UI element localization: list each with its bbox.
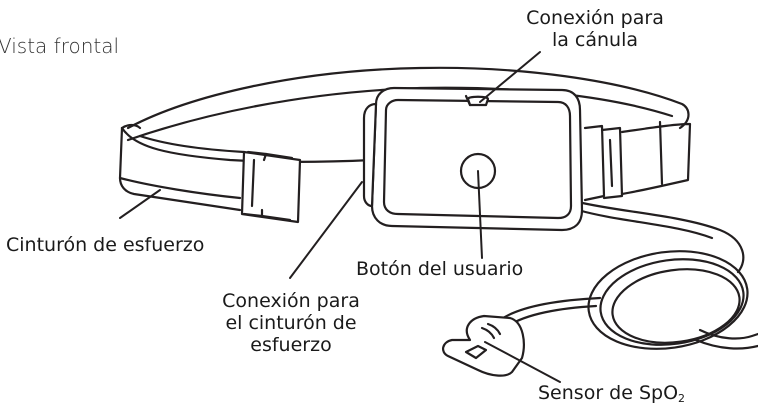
leader-belt-connection: [289, 181, 363, 279]
belt-label: Cinturón de esfuerzo: [6, 234, 205, 256]
spo2-sensor: [442, 314, 525, 377]
left-buckle: [240, 150, 302, 224]
belt-connection-line1: Conexión para: [222, 290, 360, 312]
belt-strap-left: [118, 123, 246, 212]
spo2-label-prefix: Sensor de SpO: [538, 382, 679, 404]
belt-strap-right: [583, 120, 692, 202]
leader-lines: [119, 51, 561, 383]
spo2-label-subscript: 2: [678, 392, 686, 405]
leader-cannula: [479, 51, 541, 103]
belt-connection-label: Conexión para el cinturón de esfuerzo: [196, 290, 386, 356]
cannula-connection-label: Conexión para la cánula: [520, 7, 670, 51]
user-button-label: Botón del usuario: [356, 258, 524, 280]
belt-connection-line3: esfuerzo: [250, 334, 332, 356]
leader-spo2: [484, 341, 561, 383]
device-body: [362, 86, 584, 232]
view-title: Vista frontal: [0, 34, 120, 58]
leader-belt: [119, 189, 161, 219]
spo2-sensor-label: Sensor de SpO2: [538, 382, 685, 410]
spo2-cable: [498, 200, 758, 350]
belt-connection-line2: el cinturón de: [225, 312, 357, 334]
cannula-label-line1: Conexión para: [526, 7, 664, 29]
cannula-label-line2: la cánula: [551, 29, 639, 51]
leader-user-button: [477, 170, 483, 259]
